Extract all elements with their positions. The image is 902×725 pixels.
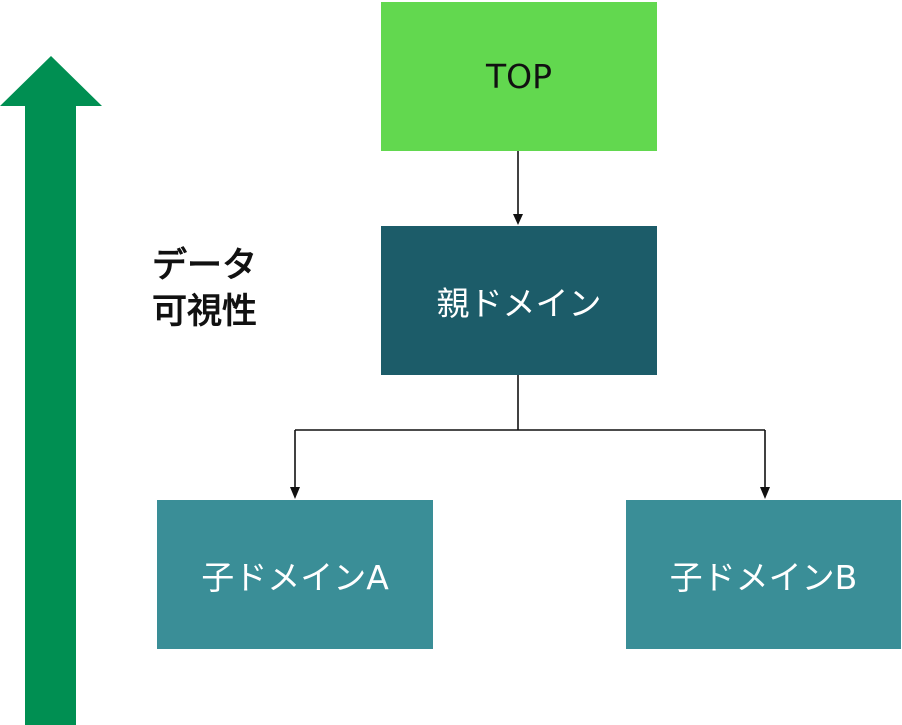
child-domain-b-node: 子ドメインB [626,500,901,649]
arrowhead-parent [513,214,523,225]
top-node: TOP [381,2,657,151]
visibility-up-arrow [0,56,102,725]
parent-domain-label: 親ドメイン [436,283,602,323]
visibility-label-line-1: データ [152,246,258,286]
arrowhead-child-b [760,487,770,499]
child-domain-b-label: 子ドメインB [669,557,858,597]
visibility-label-line-2: 可視性 [152,292,258,332]
arrowhead-child-a [290,487,300,499]
top-node-label: TOP [485,57,553,96]
child-domain-a-label: 子ドメインA [201,557,389,597]
parent-domain-node: 親ドメイン [381,226,657,375]
data-visibility-label: データ 可視性 [152,243,257,335]
child-domain-a-node: 子ドメインA [157,500,433,649]
